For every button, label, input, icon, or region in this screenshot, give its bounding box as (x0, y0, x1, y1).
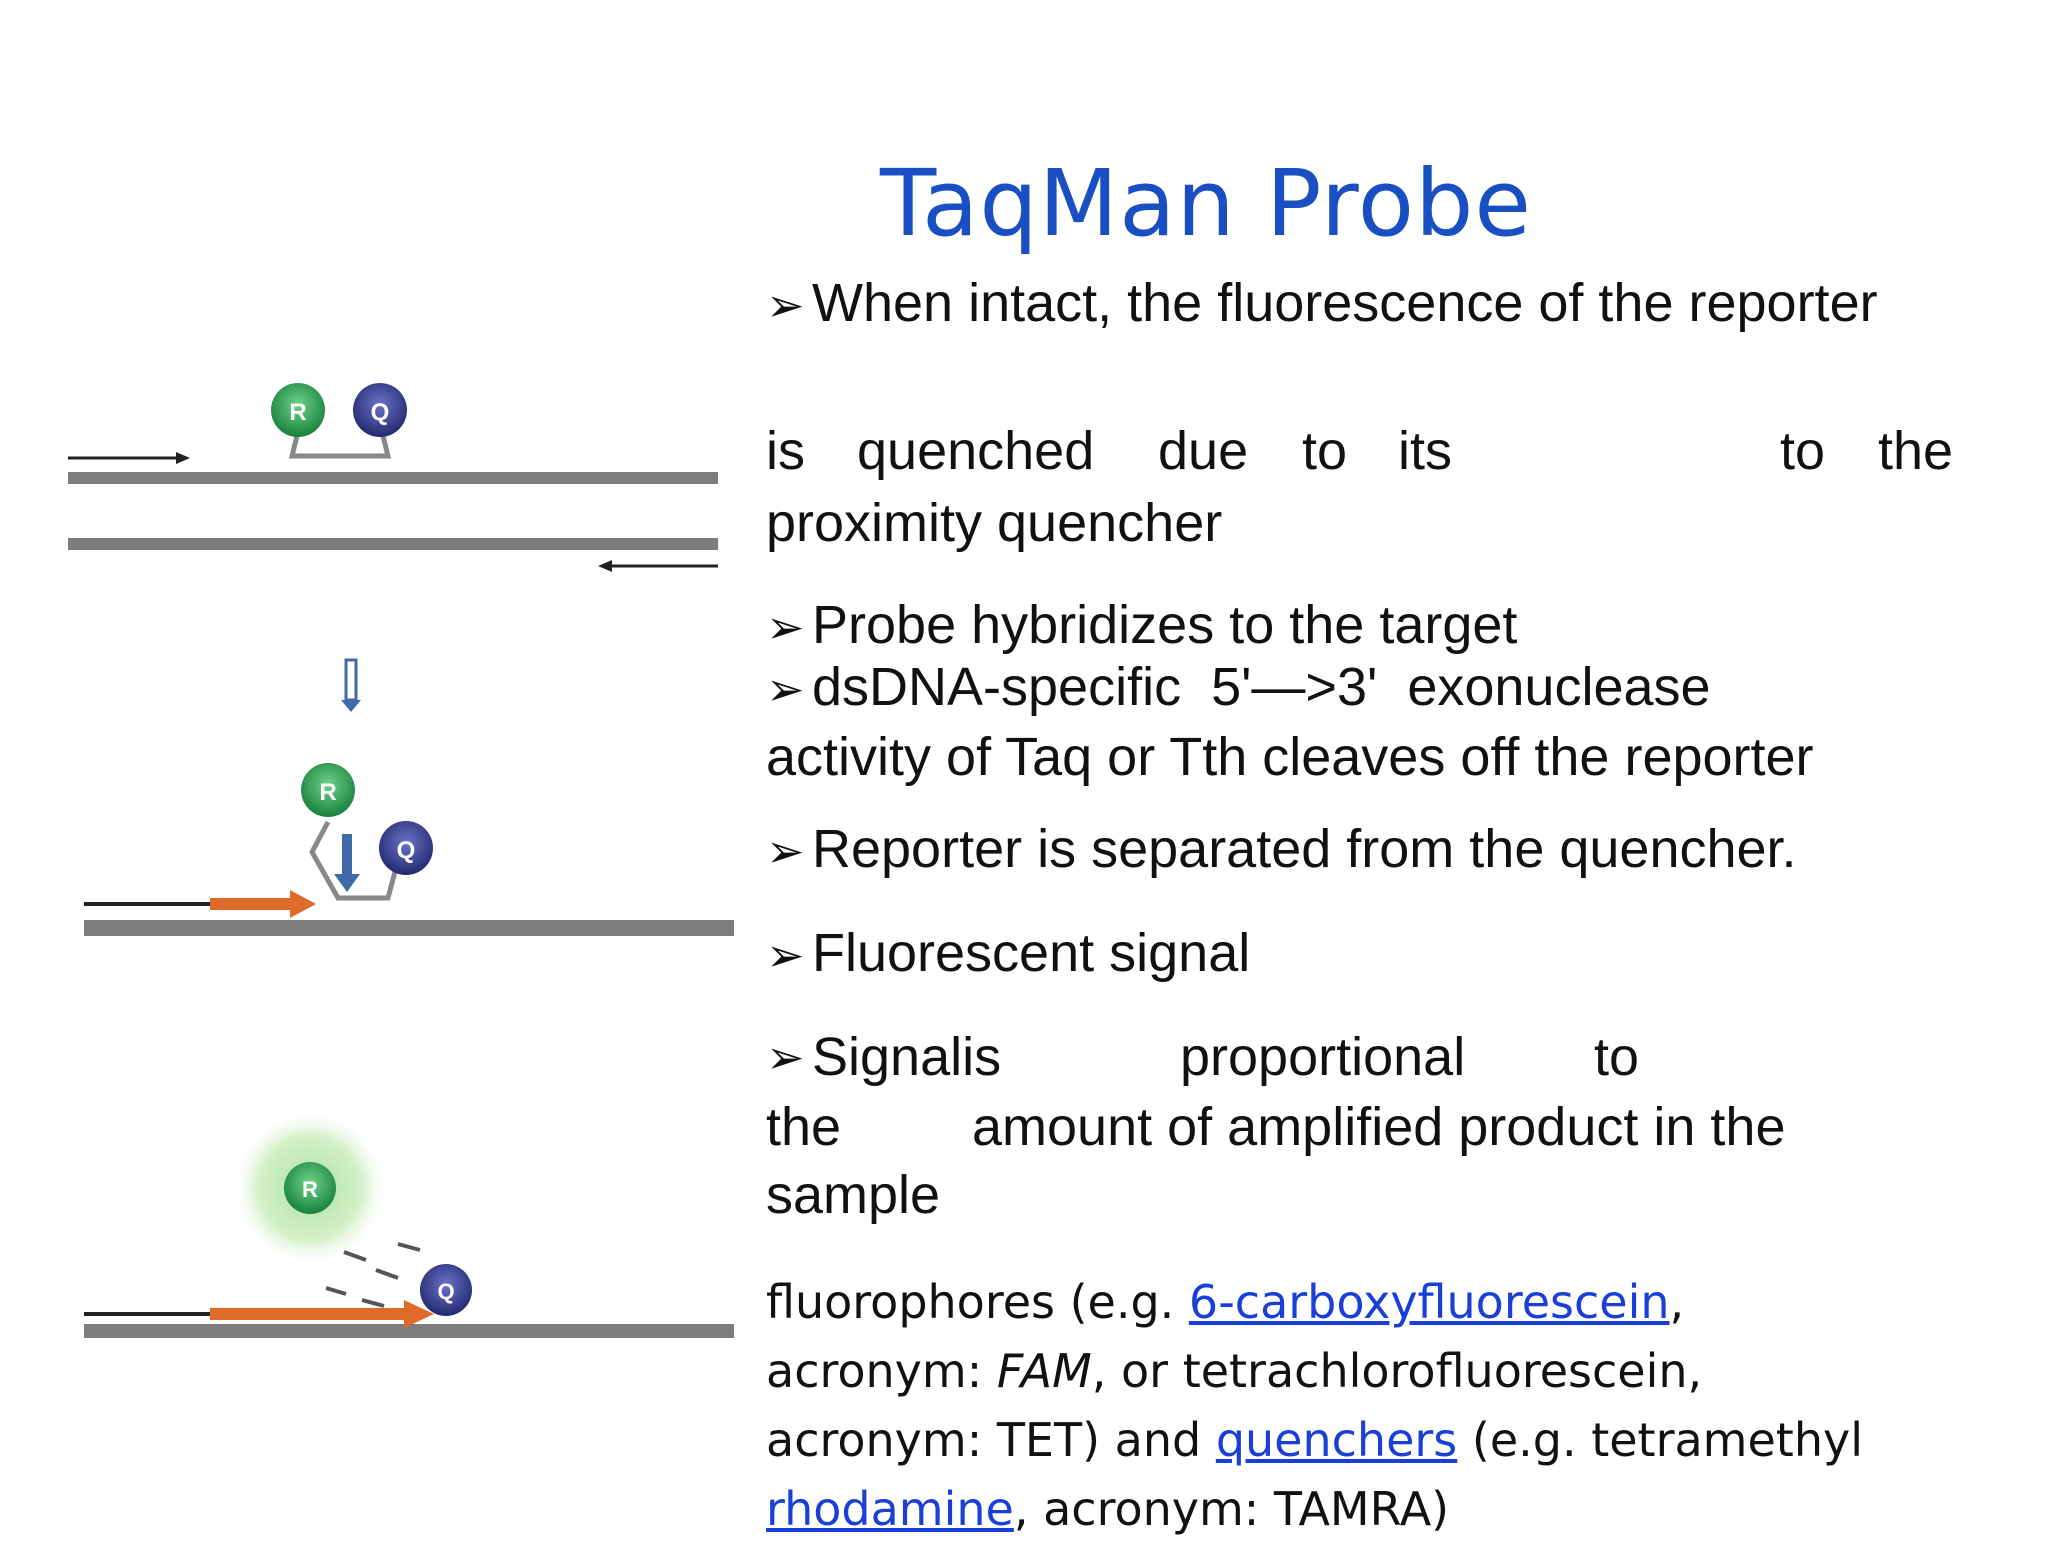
word: to (1594, 1027, 1640, 1087)
bullet-arrow-icon: ➢ (766, 663, 805, 715)
bullet-2: ➢Probe hybridizes to the target (766, 594, 1517, 658)
word: proportional (1180, 1027, 1466, 1087)
footnote-line-4: rhodamine, acronym: TAMRA) (766, 1482, 1450, 1536)
cleavage-arrow-shaft (342, 834, 352, 876)
word: amount of amplified product in the (972, 1097, 1786, 1157)
word: to (1780, 421, 1826, 481)
bullet-4: ➢Reporter is separated from the quencher… (766, 818, 1797, 882)
link-6-carboxyfluorescein[interactable]: 6-carboxyfluorescein (1188, 1275, 1670, 1329)
bullet-3-line-2: activity of Taq or Tth cleaves off the r… (766, 727, 1814, 787)
cleavage-arrow-icon (334, 874, 360, 892)
reporter-label: R (289, 399, 306, 426)
link-quenchers[interactable]: quenchers (1215, 1413, 1458, 1467)
quencher-label: Q (371, 399, 390, 426)
reporter-label: R (302, 1177, 318, 1202)
bullet-arrow-icon: ➢ (766, 929, 805, 981)
quencher-icon (353, 383, 407, 437)
step-down-arrow-icon (341, 658, 361, 712)
word: to (1302, 421, 1348, 481)
dna-strand-top (68, 472, 718, 484)
word: due (1158, 421, 1249, 481)
footnote-line-1: fluorophores (e.g. 6-carboxyfluorescein, (766, 1275, 1685, 1329)
word: Signalis (812, 1027, 1002, 1087)
bullet-arrow-icon: ➢ (766, 825, 805, 877)
stage-1-intact-probe: R Q (68, 383, 718, 572)
bullet-1-line-1: ➢When intact, the fluorescence of the re… (766, 272, 1878, 336)
extended-primer (210, 1308, 404, 1320)
bullet-1-line-3: proximity quencher (766, 493, 1223, 553)
arrowhead-icon (404, 1300, 434, 1328)
bullet-3-line-1: ➢dsDNA-specific 5'—>3' exonuclease (766, 656, 1711, 720)
word: its (1398, 421, 1452, 481)
dna-strand-bottom (68, 538, 718, 550)
arrowhead-icon (176, 452, 190, 464)
word: the (1878, 421, 1954, 481)
dna-strand (84, 920, 734, 936)
footnote-line-2: acronym: FAM, or tetrachlorofluorescein, (766, 1344, 1703, 1398)
arrowhead-icon (598, 560, 612, 572)
word: is (766, 421, 805, 481)
stage-3-fluorescence: R Q (84, 1114, 734, 1338)
fragment-dashes (325, 1242, 421, 1308)
probe-linker (288, 431, 392, 459)
probe-linker (309, 820, 399, 901)
bullet-arrow-icon: ➢ (766, 601, 805, 653)
arrowhead-icon (290, 890, 316, 918)
footnote-line-3: acronym: TET) and quenchers (e.g. tetram… (766, 1413, 1863, 1467)
quencher-icon (379, 821, 433, 875)
word: quenched (857, 421, 1095, 481)
slide-title: TaqMan Probe (880, 150, 1533, 257)
dna-strand (84, 1324, 734, 1338)
bullet-arrow-icon: ➢ (766, 279, 805, 331)
taqman-mechanism-diagram: R Q R Q R Q (68, 383, 734, 1338)
reporter-icon (301, 763, 355, 817)
quencher-label: Q (397, 837, 416, 864)
extending-primer (210, 898, 296, 910)
quencher-icon (420, 1264, 472, 1316)
quencher-label: Q (437, 1279, 454, 1304)
bullet-arrow-icon: ➢ (766, 1031, 805, 1083)
reporter-label: R (319, 779, 336, 806)
reporter-icon (271, 383, 325, 437)
word: the (766, 1097, 842, 1157)
link-rhodamine[interactable]: rhodamine (766, 1482, 1014, 1536)
bullet-5: ➢Fluorescent signal (766, 922, 1250, 986)
bullet-6-line-3: sample (766, 1165, 941, 1225)
reporter-icon (284, 1162, 336, 1214)
stage-2-cleavage: R Q (84, 763, 734, 936)
